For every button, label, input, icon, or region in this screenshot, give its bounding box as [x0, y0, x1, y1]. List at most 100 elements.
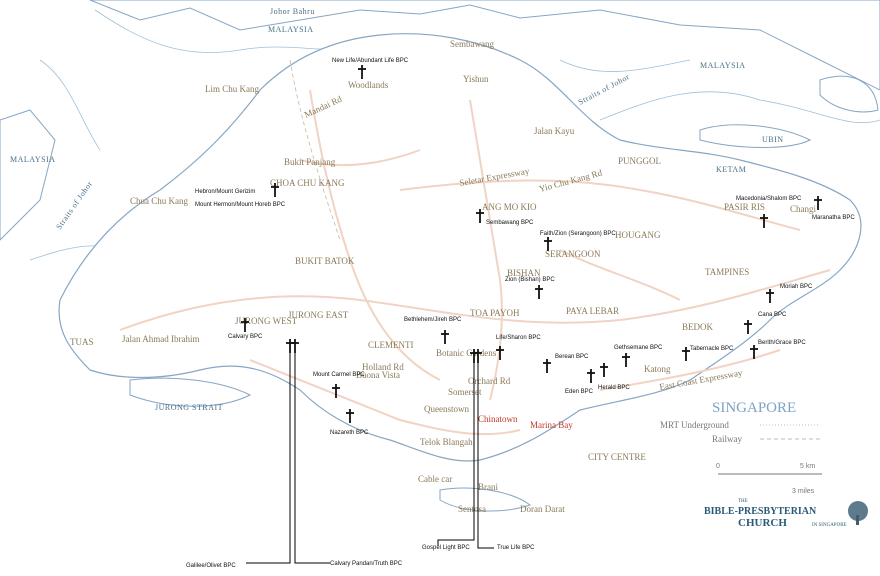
- church-cross-icon[interactable]: [441, 330, 449, 344]
- leader-lines: [246, 346, 494, 564]
- place-label: Jalan Kayu: [534, 126, 575, 136]
- church-label[interactable]: Gethsemane BPC: [614, 345, 663, 351]
- church-cross-icon[interactable]: [744, 320, 752, 334]
- place-label: Lim Chu Kang: [205, 84, 259, 94]
- jurong-island: [129, 377, 252, 407]
- label-jurong-strait: JURONG STRAIT: [155, 403, 223, 412]
- place-label: Sentosa: [458, 504, 486, 514]
- church-cross-icon[interactable]: [750, 345, 758, 359]
- legend: SINGAPORE MRT Underground Railway 0 5 km…: [660, 400, 822, 495]
- scale-zero: 0: [716, 463, 720, 470]
- logo-line3: CHURCH: [738, 517, 787, 529]
- church-cross-icon[interactable]: [291, 339, 299, 353]
- place-label: Holland Rd: [362, 362, 404, 372]
- place-label: CLEMENTI: [368, 340, 414, 350]
- church-label[interactable]: Faith/Zion (Serangoon) BPC: [540, 231, 616, 237]
- ubin-island: [699, 124, 812, 148]
- church-cross-icon[interactable]: [587, 369, 595, 383]
- church-label[interactable]: Herald BPC: [598, 385, 630, 391]
- place-label: Woodlands: [348, 80, 389, 90]
- church-label[interactable]: Berean BPC: [555, 354, 589, 360]
- church-cross-icon[interactable]: [496, 346, 504, 360]
- logo-the: THE: [738, 499, 748, 504]
- church-cross-icon[interactable]: [474, 349, 482, 363]
- church-label[interactable]: True Life BPC: [497, 545, 535, 551]
- place-label: SERANGOON: [545, 249, 601, 259]
- church-label[interactable]: Macedonia/Shalom BPC: [736, 196, 802, 202]
- church-label[interactable]: Sembawang BPC: [486, 220, 534, 226]
- church-label[interactable]: Tabernacle BPC: [690, 346, 734, 352]
- place-label: Botanic Gardens: [436, 348, 497, 358]
- church-cross-icon[interactable]: [358, 65, 366, 79]
- malaysia-west: [0, 109, 56, 241]
- church-cross-icon[interactable]: [766, 289, 774, 303]
- place-label: Telok Blangah: [420, 437, 473, 447]
- church-cross-icon[interactable]: [760, 214, 768, 228]
- place-label: Sembawang: [450, 39, 494, 49]
- church-label[interactable]: Calvary BPC: [228, 334, 263, 340]
- bpc-logo: THE BIBLE-PRESBYTERIAN CHURCH IN SINGAPO…: [704, 499, 868, 529]
- church-label[interactable]: Cana BPC: [758, 312, 787, 318]
- church-label[interactable]: Nazareth BPC: [330, 430, 369, 436]
- logo-line4: IN SINGAPORE: [812, 523, 847, 528]
- church-label[interactable]: New Life/Abundant Life BPC: [332, 58, 409, 64]
- place-label: Cable car: [418, 474, 452, 484]
- label-ubin: UBIN: [762, 135, 784, 144]
- place-label: Brani: [478, 482, 498, 492]
- church-cross-icon[interactable]: [682, 347, 690, 361]
- label-ketam: KETAM: [716, 165, 746, 174]
- place-label: ANG MO KIO: [482, 202, 537, 212]
- church-cross-icon[interactable]: [476, 209, 484, 223]
- place-label: BUKIT BATOK: [295, 256, 355, 266]
- church-cross-icon[interactable]: [544, 237, 552, 251]
- place-label: Somerset: [448, 387, 482, 397]
- place-label: PUNGGOL: [618, 156, 661, 166]
- church-cross-icon[interactable]: [332, 384, 340, 398]
- label-johor-bahru: Johor Bahru: [270, 7, 315, 16]
- church-label[interactable]: Calvary Pandan/Truth BPC: [330, 561, 403, 567]
- place-label: TOA PAYOH: [470, 308, 520, 318]
- church-label[interactable]: Gospel Light BPC: [422, 545, 470, 551]
- singapore-island: [58, 33, 862, 462]
- church-label[interactable]: Life/Sharon BPC: [496, 335, 541, 341]
- legend-mrt: MRT Underground: [660, 420, 729, 430]
- place-label: Marina Bay: [530, 420, 573, 430]
- church-markers: New Life/Abundant Life BPC Hebron/Mount G…: [186, 58, 855, 569]
- place-label: Changi: [790, 204, 816, 214]
- scale-miles: 3 miles: [792, 488, 815, 495]
- church-label[interactable]: Eden BPC: [565, 389, 594, 395]
- tekong-island: [819, 75, 879, 113]
- church-label[interactable]: Mount Hermon/Mount Horeb BPC: [195, 202, 286, 208]
- place-label: BEDOK: [682, 322, 713, 332]
- place-label: Katong: [644, 364, 671, 374]
- church-label[interactable]: Berith/Grace BPC: [758, 340, 806, 346]
- church-label[interactable]: Galilee/Olivet BPC: [186, 563, 236, 569]
- place-label: JURONG EAST: [288, 310, 349, 320]
- church-cross-icon[interactable]: [814, 196, 822, 210]
- place-label: PAYA LEBAR: [566, 306, 619, 316]
- church-label[interactable]: Zion (Bishan) BPC: [505, 277, 555, 283]
- place-label: CHOA CHU KANG: [270, 178, 345, 188]
- church-label[interactable]: Bethlehem/Jireh BPC: [404, 317, 462, 323]
- church-cross-icon[interactable]: [241, 318, 249, 332]
- church-cross-icon[interactable]: [622, 353, 630, 367]
- church-label[interactable]: Moriah BPC: [780, 284, 813, 290]
- place-label: JURONG WEST: [235, 316, 298, 326]
- church-cross-icon[interactable]: [271, 183, 279, 197]
- church-cross-icon[interactable]: [535, 285, 543, 299]
- church-cross-icon[interactable]: [600, 363, 608, 377]
- tree-icon: [848, 501, 868, 525]
- logo-line2: BIBLE-PRESBYTERIAN: [704, 506, 817, 517]
- place-label: Yishun: [463, 74, 489, 84]
- label-malaysia-east: MALAYSIA: [700, 61, 746, 70]
- church-label[interactable]: Mount Carmel BPC: [313, 372, 365, 378]
- church-label[interactable]: Hebron/Mount Gerizim: [195, 189, 255, 195]
- place-label: Queenstown: [424, 404, 469, 414]
- place-label: PASIR RIS: [724, 202, 765, 212]
- place-label: Chua Chu Kang: [130, 196, 188, 206]
- church-label[interactable]: Maranatha BPC: [812, 215, 855, 221]
- place-label: HOUGANG: [615, 230, 661, 240]
- church-cross-icon[interactable]: [543, 359, 551, 373]
- church-cross-icon[interactable]: [346, 409, 354, 423]
